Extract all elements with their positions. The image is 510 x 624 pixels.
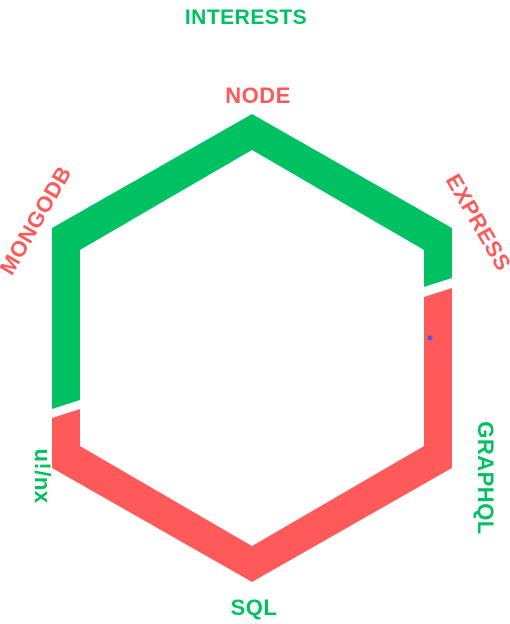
label-node: NODE — [225, 83, 291, 108]
label-unix: u!/nx — [30, 448, 55, 503]
hexagon-green-segment — [52, 114, 452, 409]
hexagon-red-segment — [52, 288, 452, 582]
diagram-title: INTERESTS — [185, 6, 307, 29]
marker-dot — [427, 335, 433, 341]
label-sql: SQL — [231, 595, 278, 620]
label-graphql: GRAPHQL — [473, 421, 498, 535]
